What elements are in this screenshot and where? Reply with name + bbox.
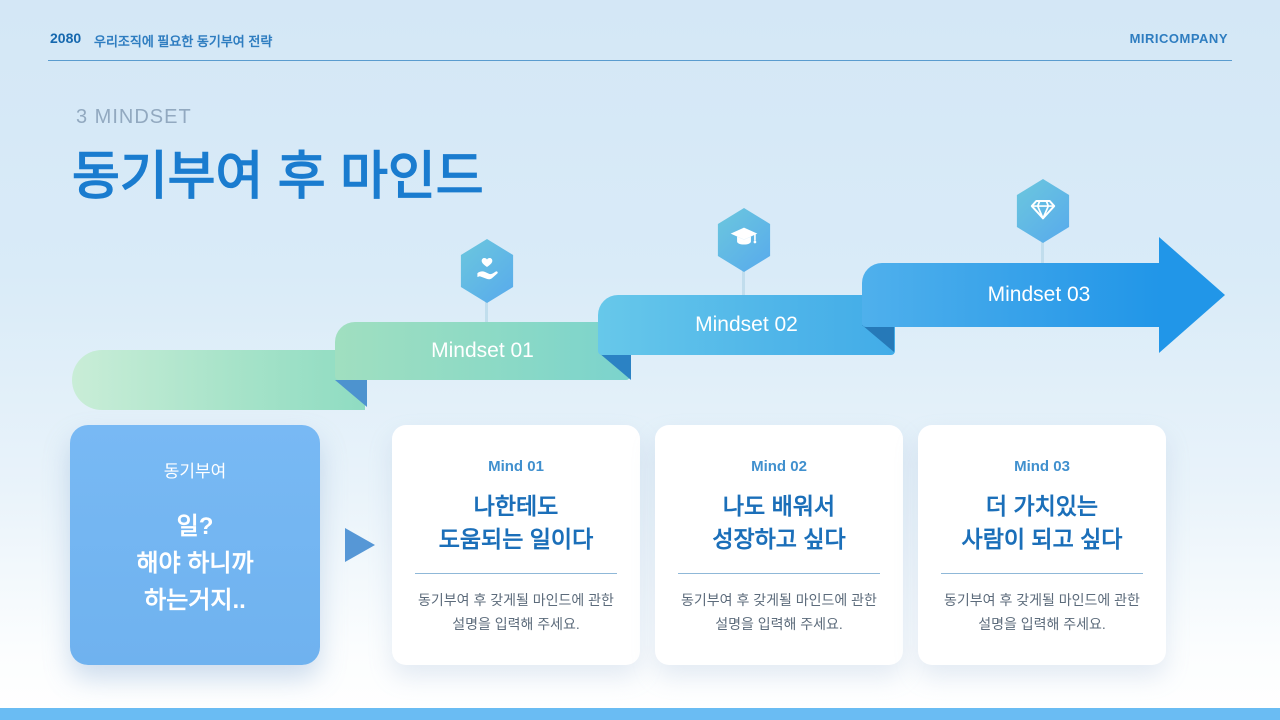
- header-divider: [48, 60, 1232, 61]
- mind-card-3-label: Mind 03: [1014, 458, 1070, 475]
- hexagon-stem-2: [742, 265, 745, 301]
- mind-card-2-divider: [678, 573, 880, 574]
- ribbon-tail: [72, 350, 365, 410]
- mindset-banner-3-label: Mindset 03: [987, 283, 1091, 306]
- mind-card-2-desc-line-1: 동기부여 후 갖게될 마인드에 관한: [681, 592, 877, 608]
- mind-card-1-title: 나한테도 도움되는 일이다: [439, 490, 594, 556]
- mind-card-3-desc-line-1: 동기부여 후 갖게될 마인드에 관한: [944, 592, 1140, 608]
- hexagon-badge-1: [460, 239, 514, 303]
- mind-card-1-desc-line-1: 동기부여 후 갖게될 마인드에 관한: [418, 592, 614, 608]
- mind-card-3-description: 동기부여 후 갖게될 마인드에 관한 설명을 입력해 주세요.: [944, 588, 1140, 636]
- header-topic: 우리조직에 필요한 동기부여 전략: [94, 34, 273, 49]
- mind-card-2-title-line-2: 성장하고 싶다: [712, 526, 846, 552]
- bottom-accent-bar: [0, 708, 1280, 720]
- slide-title: 동기부여 후 마인드: [72, 148, 484, 206]
- mind-card-3: Mind 03 더 가치있는 사람이 되고 싶다 동기부여 후 갖게될 마인드에…: [918, 425, 1166, 665]
- before-quote-line-1: 일?: [176, 513, 214, 540]
- mind-card-1-title-line-1: 나한테도: [473, 493, 559, 519]
- hexagon-stem-3: [1041, 236, 1044, 270]
- mindset-banner-1: Mindset 01: [335, 322, 630, 380]
- mindset-banner-2: Mindset 02: [598, 295, 895, 355]
- before-card-label: 동기부여: [163, 462, 227, 481]
- mindset-banner-2-label: Mindset 02: [695, 313, 798, 336]
- mind-card-1-label: Mind 01: [488, 458, 544, 475]
- flow-arrow-icon: [345, 528, 375, 562]
- slide-eyebrow: 3 MINDSET: [76, 106, 192, 128]
- before-quote-line-2: 해야 하니까: [136, 550, 254, 577]
- mindset-banner-1-label: Mindset 01: [431, 339, 534, 362]
- mind-card-2: Mind 02 나도 배워서 성장하고 싶다 동기부여 후 갖게될 마인드에 관…: [655, 425, 903, 665]
- mind-card-3-desc-line-2: 설명을 입력해 주세요.: [978, 616, 1106, 632]
- motivation-before-card: 동기부여 일? 해야 하니까 하는거지..: [70, 425, 320, 665]
- mind-card-3-divider: [941, 573, 1143, 574]
- mind-card-1: Mind 01 나한테도 도움되는 일이다 동기부여 후 갖게될 마인드에 관한…: [392, 425, 640, 665]
- slide-number: 2080: [50, 30, 82, 46]
- company-logo-text: MIRICOMPANY: [1129, 31, 1228, 46]
- diamond-icon: [1027, 193, 1059, 230]
- hexagon-badge-3: [1016, 179, 1070, 243]
- mind-card-3-title-line-1: 더 가치있는: [985, 493, 1099, 519]
- mind-card-2-desc-line-2: 설명을 입력해 주세요.: [715, 616, 843, 632]
- mind-card-1-desc-line-2: 설명을 입력해 주세요.: [452, 616, 580, 632]
- hand-heart-icon: [471, 253, 503, 290]
- hexagon-badge-2: [717, 208, 771, 272]
- mindset-banner-3: Mindset 03: [862, 263, 1160, 327]
- mind-card-2-description: 동기부여 후 갖게될 마인드에 관한 설명을 입력해 주세요.: [681, 588, 877, 636]
- mind-card-3-title: 더 가치있는 사람이 되고 싶다: [962, 490, 1123, 556]
- before-quote-line-3: 하는거지..: [144, 587, 246, 614]
- mind-card-3-title-line-2: 사람이 되고 싶다: [961, 526, 1123, 552]
- mind-card-1-title-line-2: 도움되는 일이다: [438, 526, 594, 552]
- mind-card-1-divider: [415, 573, 617, 574]
- mind-card-1-description: 동기부여 후 갖게될 마인드에 관한 설명을 입력해 주세요.: [418, 588, 614, 636]
- mind-card-2-title-line-1: 나도 배워서: [722, 493, 836, 519]
- hexagon-stem-1: [485, 296, 488, 330]
- mind-card-2-title: 나도 배워서 성장하고 싶다: [712, 490, 845, 556]
- graduation-cap-icon: [728, 222, 760, 259]
- mind-card-2-label: Mind 02: [751, 458, 807, 475]
- before-card-quote: 일? 해야 하니까 하는거지..: [136, 508, 253, 619]
- ribbon-arrowhead: [1159, 237, 1225, 353]
